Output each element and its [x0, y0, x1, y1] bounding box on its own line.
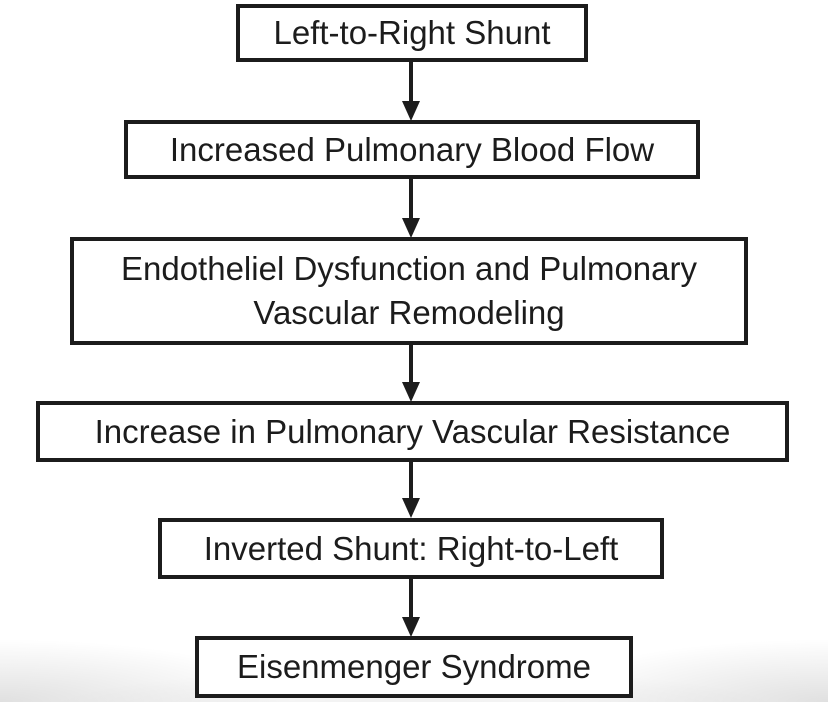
flow-arrow-4	[402, 462, 420, 518]
arrow-down-icon	[402, 218, 420, 238]
arrow-down-icon	[402, 101, 420, 121]
flow-node-increased-pulmonary-blood-flow: Increased Pulmonary Blood Flow	[124, 120, 700, 179]
arrow-down-icon	[402, 617, 420, 637]
flow-arrow-2	[402, 179, 420, 238]
flow-node-endothelial-dysfunction-remodeling: Endotheliel Dysfunction and Pulmonary Va…	[70, 237, 748, 345]
flow-arrow-3	[402, 345, 420, 402]
flow-arrow-5	[402, 578, 420, 637]
flow-node-left-to-right-shunt: Left-to-Right Shunt	[236, 4, 588, 62]
flow-node-eisenmenger-syndrome: Eisenmenger Syndrome	[195, 636, 633, 698]
arrow-stem	[409, 462, 413, 498]
arrow-stem	[409, 345, 413, 382]
flow-node-inverted-shunt-right-to-left: Inverted Shunt: Right-to-Left	[158, 518, 664, 579]
flow-arrow-1	[402, 61, 420, 121]
arrow-down-icon	[402, 498, 420, 518]
flow-node-increase-pulmonary-vascular-resistance: Increase in Pulmonary Vascular Resistanc…	[36, 401, 789, 462]
arrow-stem	[409, 61, 413, 101]
arrow-down-icon	[402, 382, 420, 402]
arrow-stem	[409, 179, 413, 218]
arrow-stem	[409, 578, 413, 617]
